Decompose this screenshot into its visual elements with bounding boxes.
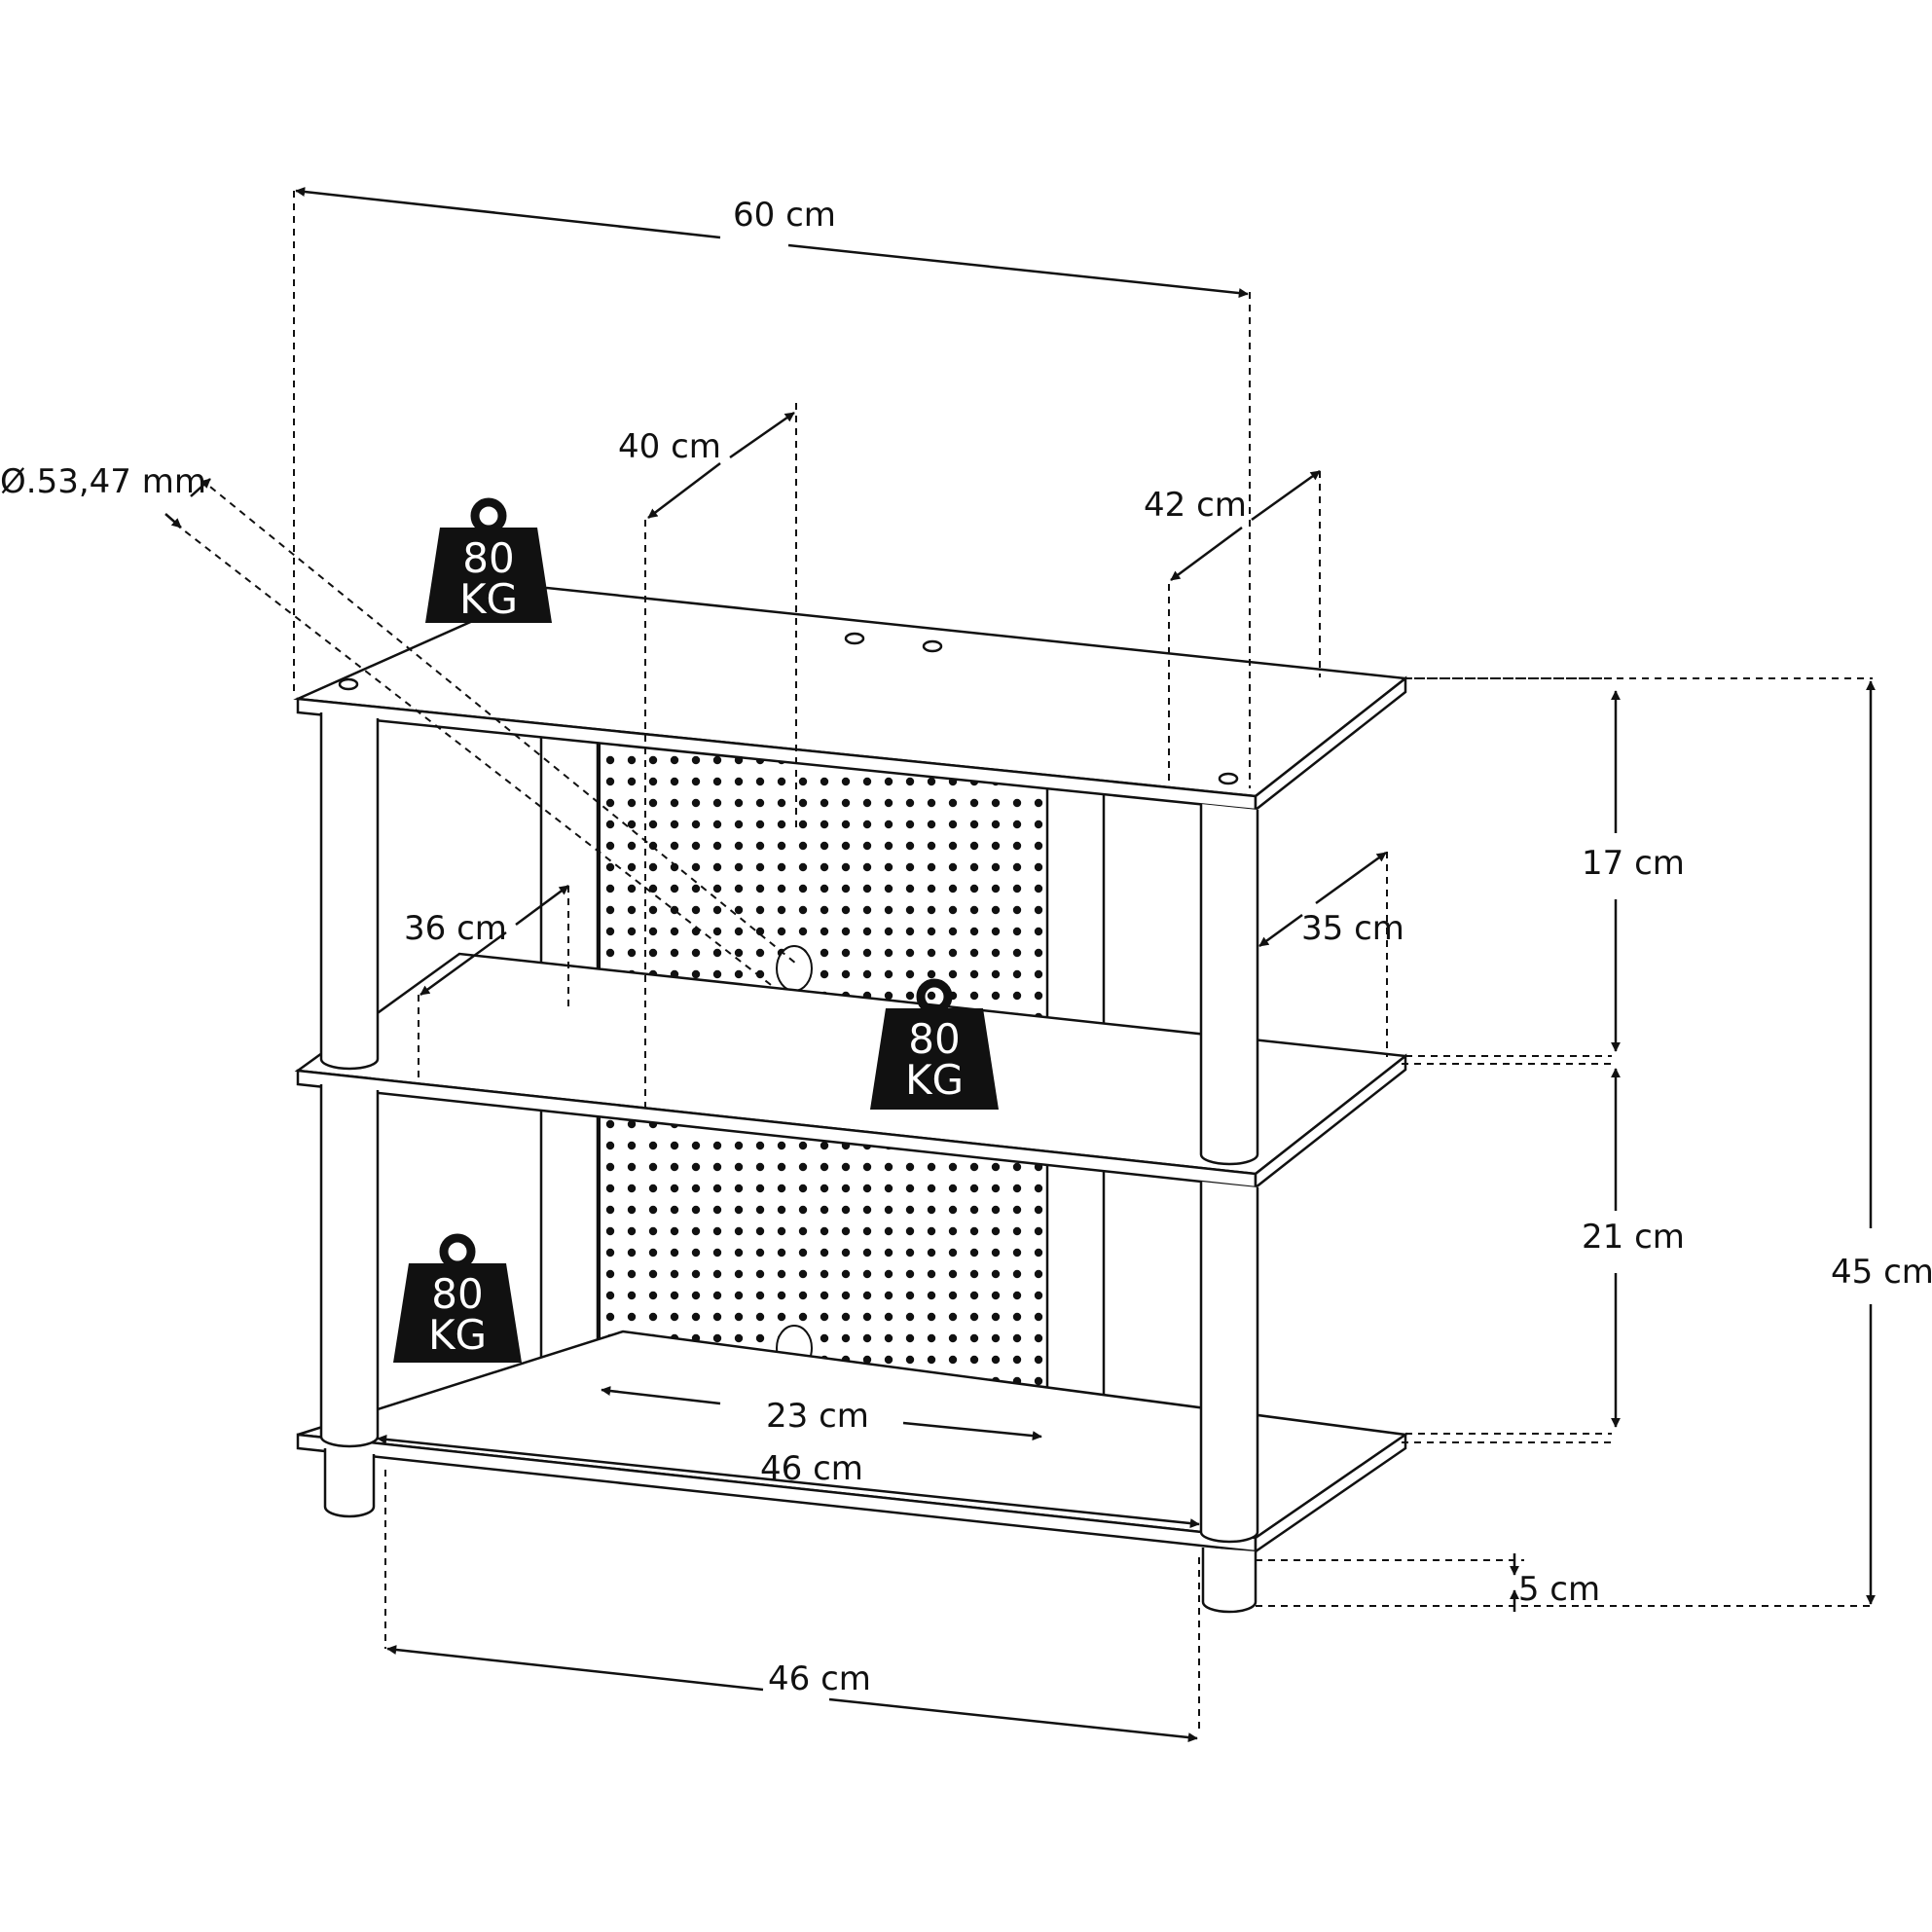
label-middle-depth-right: 35 cm bbox=[1301, 909, 1404, 948]
label-pole-diameter: Ø.53,47 mm bbox=[0, 462, 206, 501]
weight-bottom-unit: KG bbox=[428, 1311, 487, 1359]
front-right-foot bbox=[1201, 1548, 1258, 1614]
label-bottom-gap: 21 cm bbox=[1582, 1218, 1685, 1257]
label-foot-spacing: 46 cm bbox=[768, 1659, 871, 1698]
front-right-pole-lower bbox=[1199, 1182, 1259, 1544]
weight-top-unit: KG bbox=[459, 575, 518, 623]
label-top-depth-right: 42 cm bbox=[1144, 486, 1247, 525]
label-shelf-width: 46 cm bbox=[760, 1449, 863, 1488]
mount-hole bbox=[1218, 772, 1239, 785]
label-total-height: 45 cm bbox=[1831, 1253, 1932, 1292]
weight-icon-middle: 80 KG bbox=[870, 978, 999, 1110]
weight-middle-unit: KG bbox=[905, 1056, 964, 1104]
label-middle-depth-left: 36 cm bbox=[404, 909, 507, 948]
label-inner-width: 23 cm bbox=[766, 1397, 869, 1436]
label-top-gap: 17 cm bbox=[1582, 844, 1685, 883]
front-left-foot bbox=[323, 1448, 376, 1518]
front-left-pole-lower bbox=[319, 1084, 380, 1448]
mount-hole bbox=[338, 677, 359, 691]
weight-top-number: 80 bbox=[462, 534, 514, 582]
top-shelf bbox=[293, 586, 1409, 813]
label-top-depth-left: 40 cm bbox=[618, 427, 721, 466]
front-left-pole-upper bbox=[319, 712, 380, 1071]
back-right-pole-lower bbox=[1045, 1164, 1106, 1419]
mount-hole bbox=[844, 632, 865, 645]
label-foot-height: 5 cm bbox=[1518, 1570, 1600, 1609]
weight-icon-bottom: 80 KG bbox=[393, 1233, 522, 1363]
mount-hole bbox=[922, 639, 943, 653]
front-right-pole-upper bbox=[1199, 804, 1259, 1166]
weight-middle-number: 80 bbox=[908, 1015, 960, 1063]
label-total-width: 60 cm bbox=[733, 196, 836, 235]
extension-lines bbox=[174, 191, 1873, 1732]
dimension-arrows bbox=[164, 187, 1876, 1743]
weight-bottom-number: 80 bbox=[431, 1270, 483, 1318]
weight-icon-top: 80 KG bbox=[425, 497, 552, 623]
